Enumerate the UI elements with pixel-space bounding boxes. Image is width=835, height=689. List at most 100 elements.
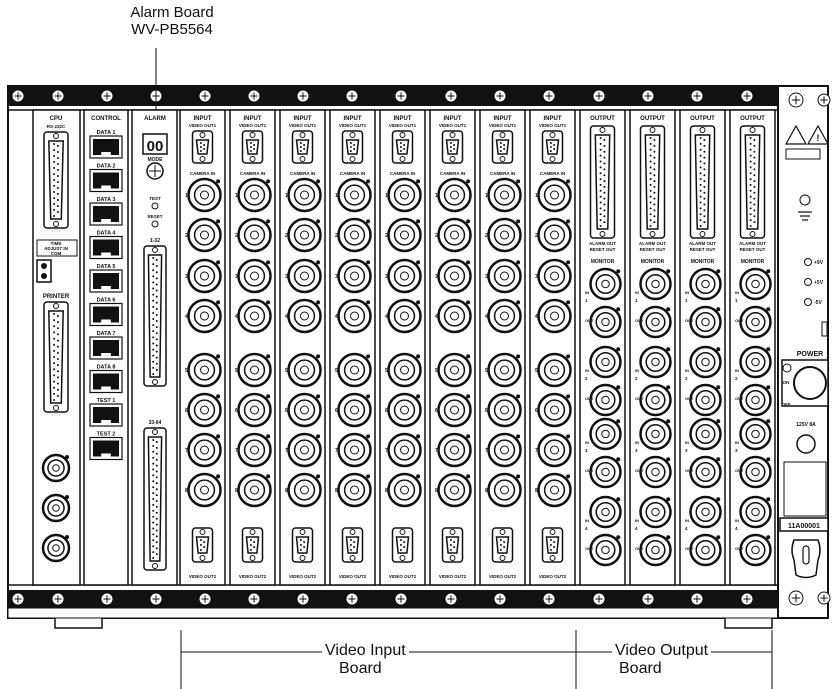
monitor-out-label: OUT	[635, 396, 644, 401]
dsub-pin	[653, 185, 656, 188]
dsub-pin	[53, 362, 56, 365]
bnc-lock-pin	[666, 457, 671, 462]
camera-channel-number: 1	[535, 193, 538, 199]
bnc-pin	[200, 271, 209, 281]
bnc-lock-pin	[416, 394, 421, 399]
side-slot	[821, 321, 828, 337]
dsub-pin	[152, 360, 155, 363]
dsub-pin	[703, 150, 706, 153]
bnc-lock-pin	[316, 394, 321, 399]
bottom-rail	[8, 590, 778, 608]
dsub-pin	[599, 172, 602, 175]
dsub-shell	[594, 134, 611, 230]
dsub-pin	[53, 155, 56, 157]
dsub-shell	[395, 139, 410, 155]
bnc-pin	[651, 507, 660, 517]
dsub-pin	[699, 189, 702, 192]
dsub-pin	[549, 150, 552, 152]
rj-port-opening	[93, 206, 119, 222]
monitor-channel-number: 2	[585, 376, 588, 381]
bnc-lock-pin	[516, 354, 521, 359]
bnc-lock-pin	[216, 219, 221, 224]
bnc-pin	[701, 545, 710, 555]
bnc-lock-pin	[216, 300, 221, 305]
time-adjust-label-1: TIME	[51, 241, 62, 246]
dsub-pin	[753, 144, 756, 147]
dsub-pin	[303, 546, 306, 548]
dsub-pin	[155, 289, 158, 292]
camera-channel-number: 4	[535, 314, 538, 320]
dsub-shell	[345, 536, 360, 554]
dsub-screw	[152, 429, 158, 435]
camera-channel-number: 3	[485, 274, 488, 280]
dsub-pin	[453, 546, 456, 548]
bnc-lock-pin	[366, 474, 371, 479]
dsub-screw	[599, 231, 606, 237]
dsub-pin	[749, 160, 752, 163]
bnc-pin	[250, 405, 259, 415]
bnc-pin	[601, 545, 610, 555]
dsub-pin	[155, 535, 158, 538]
dsub-screw	[649, 231, 656, 237]
dsub-shell	[744, 134, 761, 230]
bnc-lock-pin	[766, 307, 771, 312]
input-video-out1-label: VIDEO OUT1	[389, 123, 417, 128]
dsub-pin	[253, 541, 256, 543]
dsub-pin	[56, 163, 59, 165]
rj-port-opening	[93, 373, 119, 390]
time-adjust-box	[36, 239, 78, 257]
bnc-pin	[550, 230, 559, 240]
bnc-pin	[52, 544, 60, 552]
input-video-out2-label: VIDEO OUT2	[439, 574, 467, 579]
camera-in-label: CAMERA IN	[540, 171, 565, 176]
bnc-pin	[651, 357, 660, 367]
dsub-pin	[549, 549, 552, 551]
bnc-pin	[300, 445, 309, 455]
camera-channel-number: 1	[235, 193, 238, 199]
dsub-pin	[56, 175, 59, 177]
input-video-out2-label: VIDEO OUT2	[389, 574, 417, 579]
bnc-lock-pin	[616, 307, 621, 312]
input-board-title: INPUT	[344, 116, 362, 122]
bnc-lock-pin	[266, 179, 271, 184]
bnc-lock-pin	[566, 354, 571, 359]
camera-channel-number: 3	[235, 274, 238, 280]
bnc-lock-pin	[766, 347, 771, 352]
bnc-pin	[350, 485, 359, 495]
input-video-out2-label: VIDEO OUT2	[339, 574, 367, 579]
dsub-pin	[56, 145, 59, 147]
cpu-title: CPU	[50, 116, 63, 122]
dsub-pin	[56, 345, 59, 348]
dsub-screw	[53, 405, 59, 411]
dsub-pin	[199, 549, 202, 551]
dsub-screw	[349, 156, 356, 162]
bnc-lock-pin	[666, 535, 671, 540]
monitor-in-label: IN	[635, 440, 639, 445]
dsub-pin	[449, 544, 452, 546]
bnc-pin	[601, 317, 610, 327]
camera-channel-number: 8	[485, 488, 488, 494]
dsub-pin	[499, 150, 502, 152]
dsub-screw	[399, 555, 406, 561]
dsub-pin	[399, 150, 402, 152]
dsub-pin	[649, 148, 652, 151]
bnc-lock-pin	[716, 307, 721, 312]
alarm-test-label: TEST	[149, 196, 161, 201]
bnc-pin	[450, 485, 459, 495]
dsub-screw	[499, 529, 506, 535]
dsub-pin	[749, 148, 752, 151]
monitor-out-label: OUT	[685, 546, 694, 551]
bnc-pin	[200, 445, 209, 455]
bnc-pin	[751, 545, 760, 555]
dsub-pin	[56, 358, 59, 360]
dsub-pin	[653, 168, 656, 171]
dsub-pin	[603, 221, 606, 224]
dsub-pin	[56, 211, 59, 213]
bnc-pin	[701, 429, 710, 439]
dsub-pin	[749, 137, 752, 139]
bnc-lock-pin	[566, 219, 571, 224]
bnc-lock-pin	[266, 260, 271, 265]
camera-channel-number: 7	[235, 448, 238, 454]
bnc-lock-pin	[416, 300, 421, 305]
dsub-pin	[199, 544, 202, 546]
